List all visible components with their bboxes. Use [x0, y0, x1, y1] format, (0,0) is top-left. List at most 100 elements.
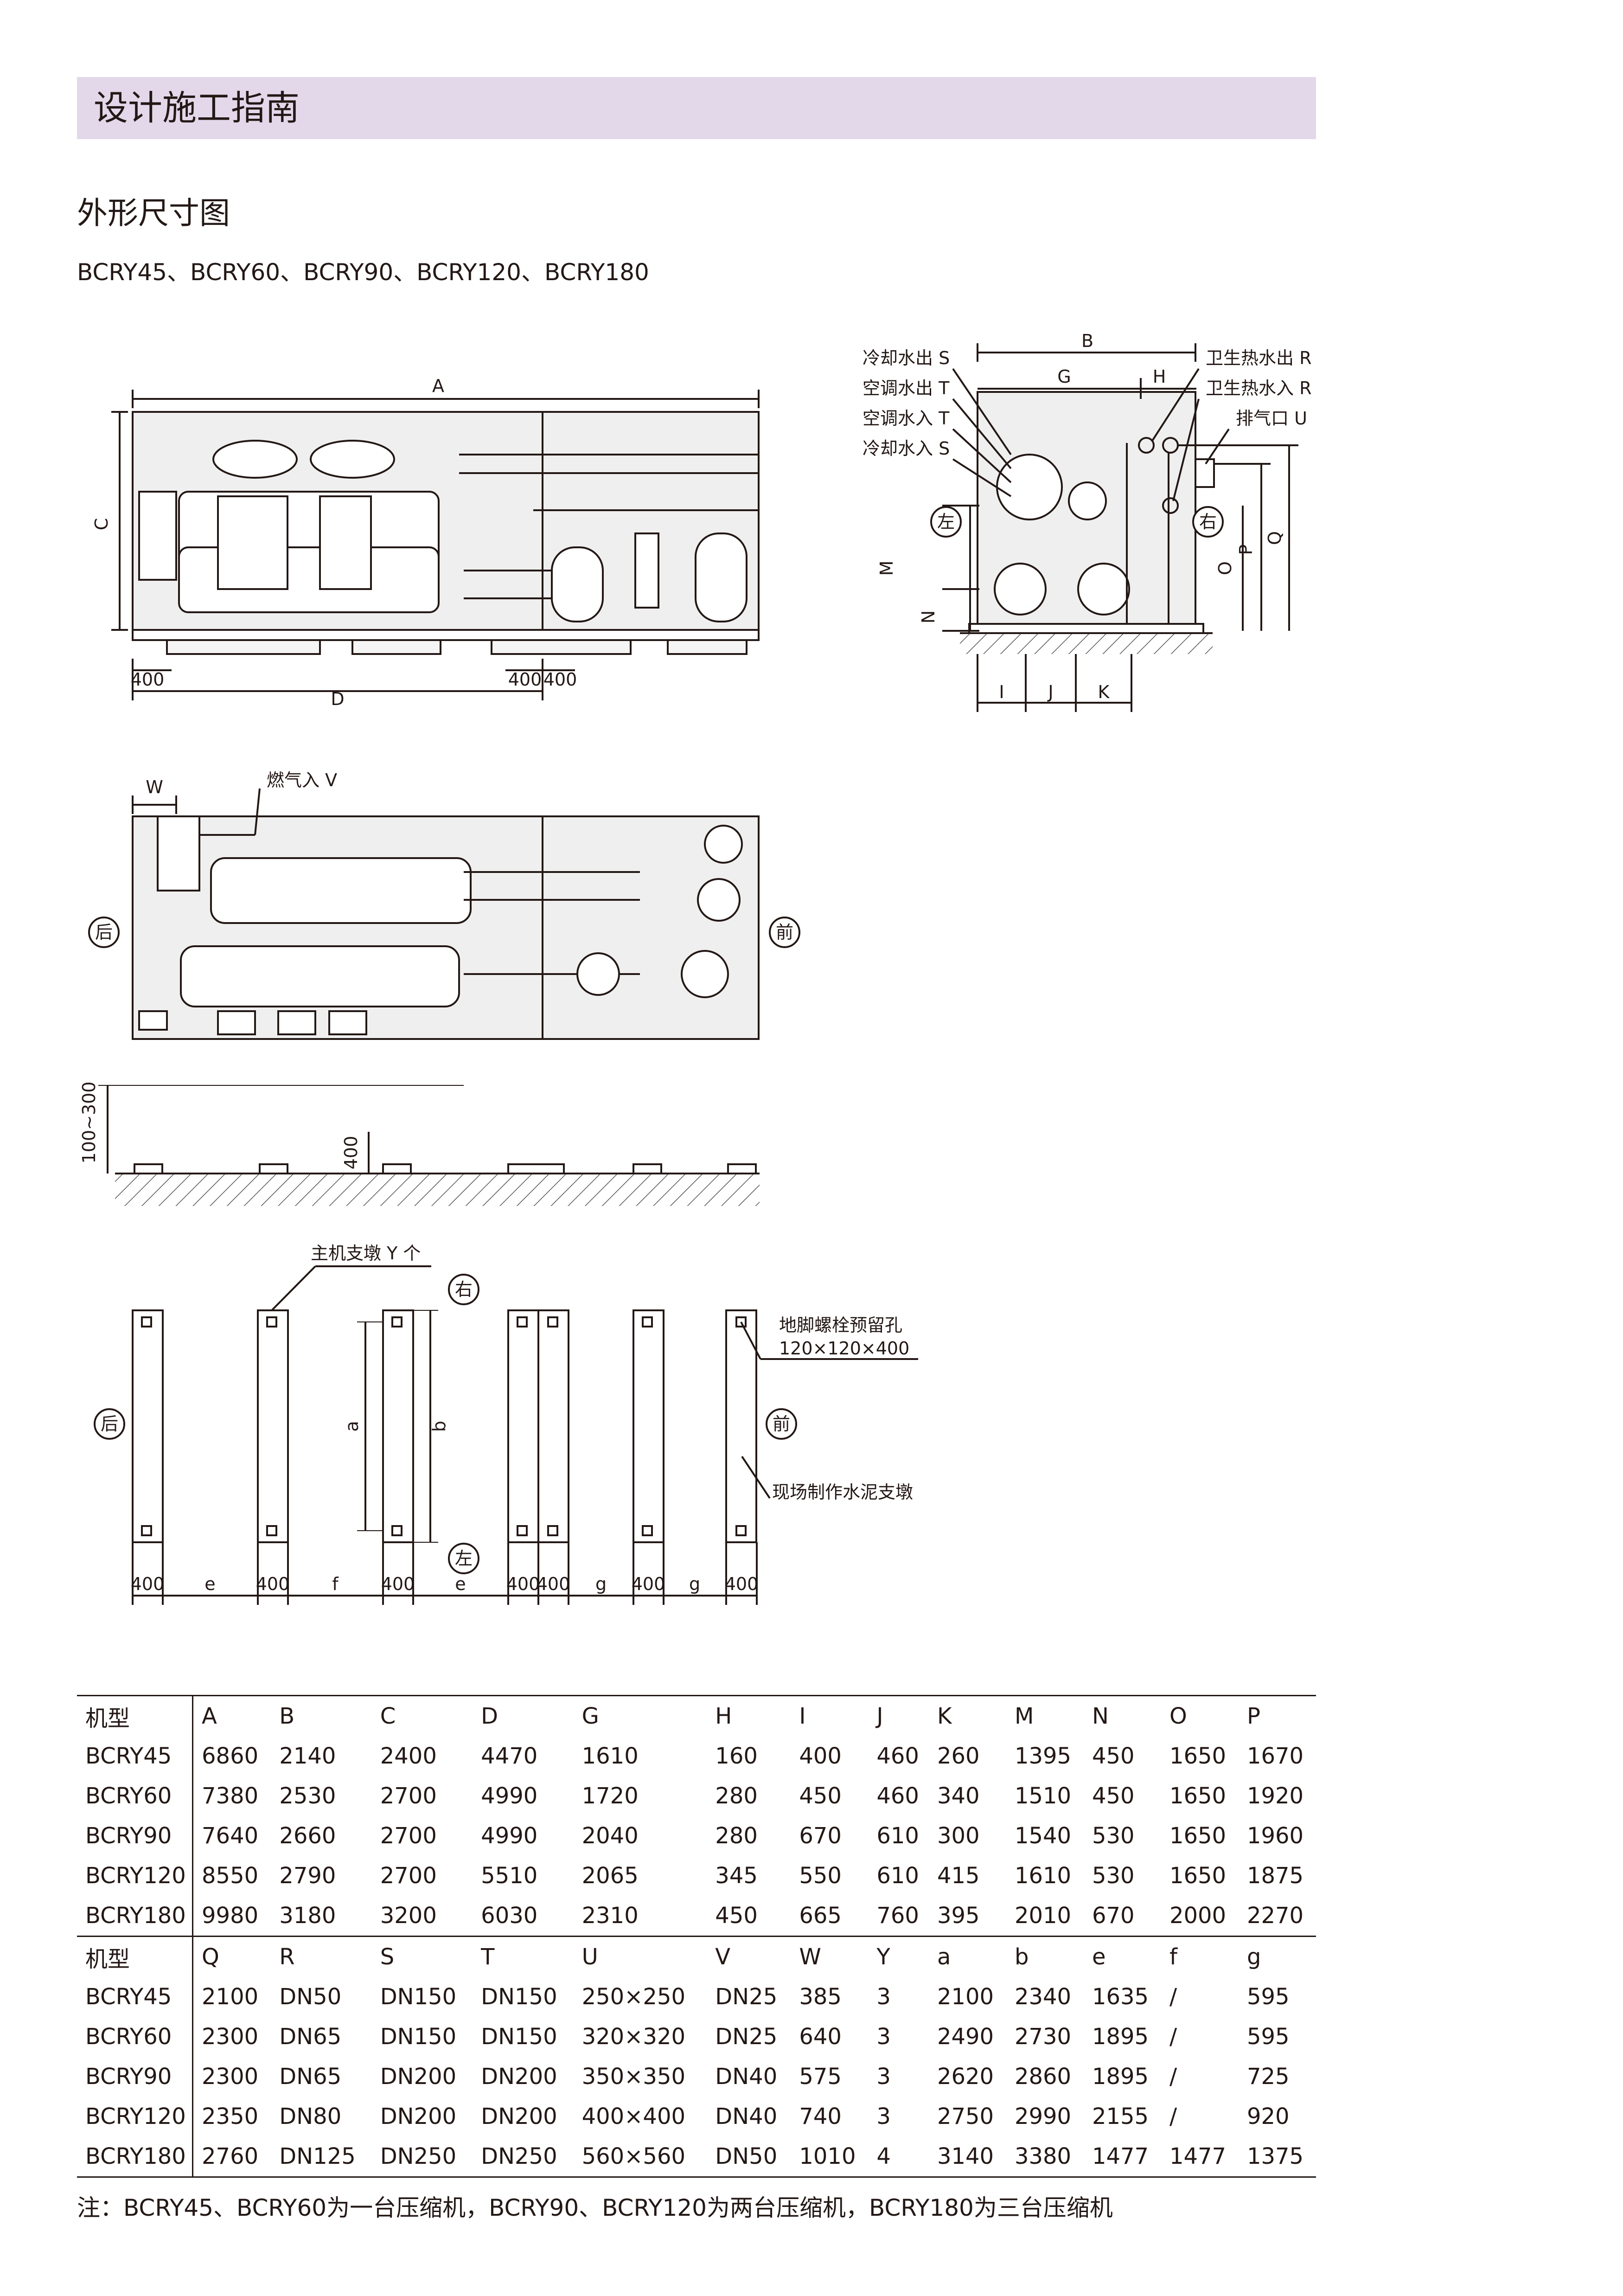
leader	[952, 398, 1012, 469]
pier-section	[633, 1163, 662, 1174]
front-marker	[766, 1408, 797, 1440]
pipe-end	[1068, 481, 1107, 520]
table-cell: 3	[876, 2104, 891, 2129]
pump-tank	[576, 952, 620, 996]
leader	[254, 788, 261, 835]
table-header-cell: N	[1083, 1695, 1161, 1736]
pier	[257, 1309, 289, 1543]
model-list: BCRY45、BCRY60、BCRY90、BCRY120、BCRY180	[77, 259, 649, 286]
table-cell: 395	[937, 1903, 980, 1929]
table-cell: 1010	[791, 2136, 869, 2178]
plan-front-label: 前	[773, 1414, 790, 1434]
label-vent: 排气口 U	[1236, 408, 1307, 429]
support	[277, 1010, 316, 1035]
table-cell: 4990	[481, 1823, 538, 1849]
bottom-dim-label: 400	[506, 1574, 540, 1594]
label-cooling-water-out: 冷却水出 S	[863, 348, 950, 368]
label-main-pier: 主机支墩 Y 个	[311, 1243, 421, 1263]
table-cell: 1477	[1083, 2136, 1161, 2178]
dim-label-C: C	[91, 518, 112, 531]
bottom-dim-label: f	[332, 1574, 339, 1594]
table-cell: DN65	[279, 2024, 342, 2050]
table-cell: DN200	[481, 2064, 557, 2090]
dim-label-b: b	[429, 1421, 449, 1432]
table-cell: /	[1169, 2104, 1177, 2129]
pump-tank	[681, 950, 729, 998]
leader	[952, 458, 1012, 497]
table-cell: DN200	[380, 2104, 457, 2129]
table-header-cell: I	[791, 1695, 869, 1736]
dim-label-N: N	[918, 610, 939, 623]
bottom-dim-label: g	[595, 1574, 607, 1594]
pier	[633, 1309, 665, 1543]
hot-water-out-port	[1138, 437, 1155, 454]
table-cell: 6860	[202, 1743, 259, 1769]
table-cell: 1650	[1169, 1743, 1227, 1769]
pier-section	[382, 1163, 412, 1174]
table-cell: 670	[1092, 1903, 1135, 1929]
table-cell: 2140	[279, 1743, 336, 1769]
table-cell: DN80	[279, 2104, 342, 2129]
table-cell: BCRY60	[77, 1776, 193, 1816]
table-cell: 1960	[1246, 1823, 1304, 1849]
section-header-bar: 设计施工指南	[77, 77, 1316, 139]
table-cell: 670	[799, 1823, 842, 1849]
top-front-label: 前	[776, 922, 793, 943]
bolt-hole	[735, 1316, 747, 1328]
table-cell: 530	[1092, 1823, 1135, 1849]
dim-label-M: M	[876, 561, 897, 576]
label-bolt-size: 120×120×400	[779, 1338, 909, 1359]
table-header-cell: W	[791, 1936, 869, 1977]
label-ac-water-out: 空调水出 T	[863, 378, 950, 398]
table-cell: 2040	[581, 1823, 639, 1849]
table-cell: DN200	[481, 2104, 557, 2129]
table-cell: 2730	[1014, 2024, 1072, 2050]
table-cell: 2300	[202, 2064, 259, 2090]
dim-label-P: P	[1236, 545, 1256, 555]
table-cell: 8550	[202, 1863, 259, 1889]
table-cell: /	[1169, 2024, 1177, 2050]
table-cell: 1635	[1092, 1984, 1149, 2010]
label-bolt-hole: 地脚螺栓预留孔	[779, 1315, 902, 1335]
side-right-label: 右	[1199, 512, 1217, 532]
bottom-dim-label: 400	[632, 1574, 665, 1594]
table-cell: 2530	[279, 1783, 336, 1809]
table-cell: 1650	[1169, 1863, 1227, 1889]
bolt-hole	[735, 1525, 747, 1536]
generator-top	[210, 857, 472, 924]
table-cell: 1650	[1169, 1783, 1227, 1809]
table-header-cell: A	[192, 1695, 271, 1736]
pier	[132, 1309, 164, 1543]
bottom-dim-label: 400	[537, 1574, 570, 1594]
table-cell: DN25	[715, 2024, 778, 2050]
bolt-hole	[391, 1316, 403, 1328]
table-header-cell: S	[371, 1936, 473, 1977]
pier	[507, 1309, 539, 1543]
right-marker	[1192, 506, 1224, 538]
table-cell: 7380	[202, 1783, 259, 1809]
table-header-cell: b	[1006, 1936, 1084, 1977]
table-cell: 2400	[380, 1743, 437, 1769]
top-view	[88, 788, 800, 1040]
table-cell: 1610	[1014, 1863, 1072, 1889]
table-cell: DN40	[715, 2104, 778, 2129]
table-cell: 1895	[1092, 2024, 1149, 2050]
table-header-cell: V	[707, 1936, 791, 1977]
bottom-dim-label: e	[455, 1574, 466, 1594]
table-cell: DN25	[715, 1984, 778, 2010]
table-cell: 760	[876, 1903, 919, 1929]
table-cell: 385	[799, 1984, 842, 2010]
pump-tank	[695, 532, 748, 622]
table-cell: 280	[715, 1783, 758, 1809]
left-marker	[448, 1543, 479, 1574]
dim-label-B: B	[1081, 331, 1093, 351]
table-cell: 415	[937, 1863, 980, 1889]
table-cell: 740	[799, 2104, 842, 2129]
table-cell: DN40	[715, 2064, 778, 2090]
table-cell: 4470	[481, 1743, 538, 1769]
bolt-hole	[391, 1525, 403, 1536]
